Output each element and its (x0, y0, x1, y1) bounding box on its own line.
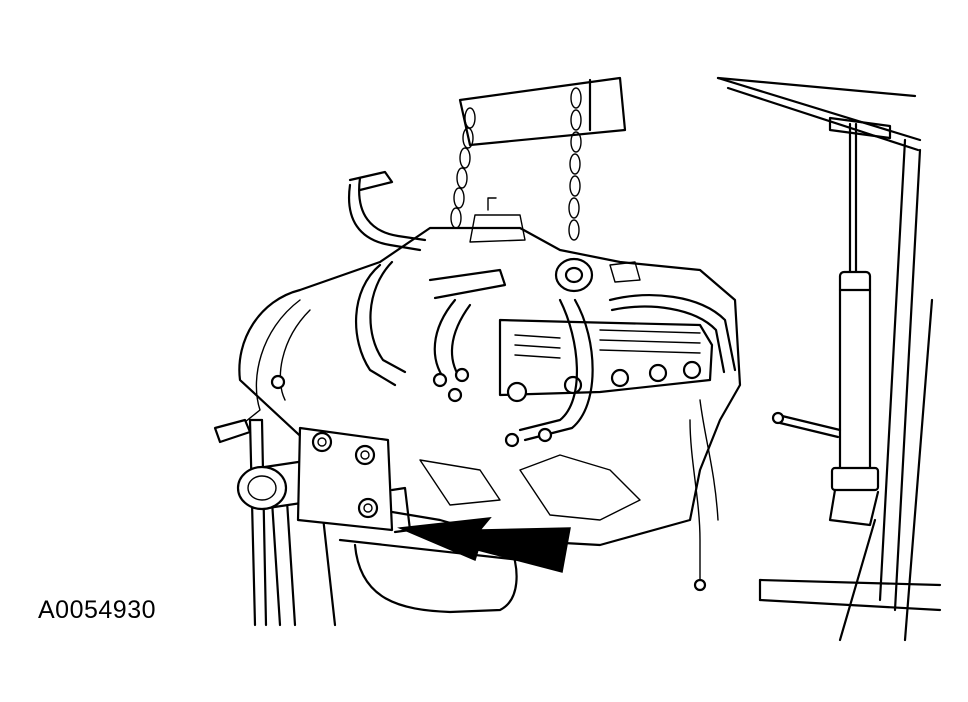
right-lifting-chain (554, 87, 594, 293)
engine-hoist-frame (716, 76, 942, 642)
engine-bolts (270, 367, 553, 448)
engine-hoses-and-wiring (213, 170, 737, 592)
figure-reference-code: A0054930 (38, 596, 157, 624)
hoist-pump-handle (771, 411, 842, 439)
callout-arrow (397, 517, 571, 573)
engine-stand-mounting-plate (296, 426, 412, 534)
hoist-boom (458, 76, 627, 147)
left-lifting-chain (450, 107, 476, 229)
hoist-hydraulic-cylinder (828, 270, 880, 527)
engine-block (238, 226, 742, 614)
